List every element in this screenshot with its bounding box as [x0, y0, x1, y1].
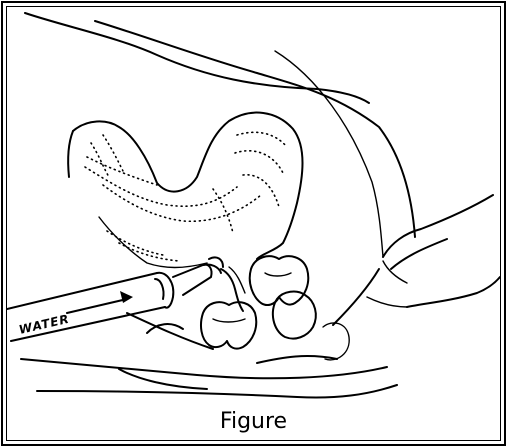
finger [333, 195, 500, 325]
figure-caption: Figure [7, 409, 500, 435]
upper-lip-outline [25, 13, 415, 257]
lower-tooth-left [201, 302, 256, 348]
gum-tissue [68, 113, 302, 268]
dental-irrigation-illustration: WATER [7, 7, 500, 407]
figure-inner-border: WATER Figure [6, 6, 501, 441]
lower-lip-outline [21, 359, 397, 398]
